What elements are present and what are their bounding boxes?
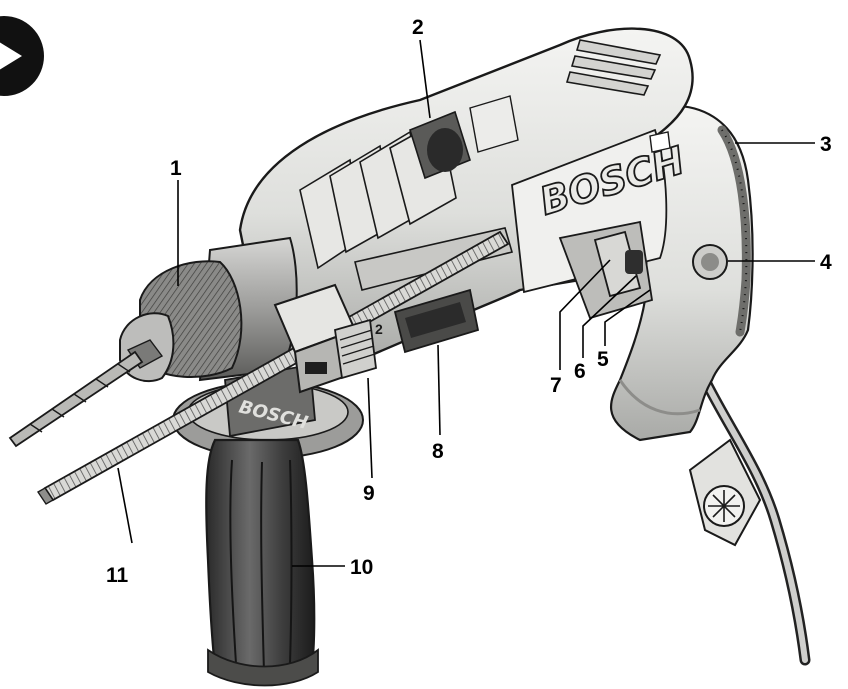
- callout-2: 2: [412, 16, 424, 39]
- depth-stop: 2: [37, 230, 510, 505]
- drill-bit: [8, 350, 144, 448]
- depth-stop-clamp: 2: [273, 283, 383, 394]
- callout-11: 11: [106, 564, 129, 587]
- callout-6: 6: [574, 360, 586, 383]
- lock-button: [393, 288, 480, 354]
- callout-labels: 1 2 3 4 5 6 7 8 9 10 11: [106, 16, 832, 587]
- callout-10: 10: [350, 556, 373, 579]
- power-cord: [688, 374, 811, 666]
- callout-9: 9: [363, 482, 375, 505]
- leader-lines: [117, 39, 815, 567]
- callout-4: 4: [820, 251, 832, 274]
- callout-8: 8: [432, 440, 444, 463]
- on-off-switch: [593, 230, 642, 298]
- stop-scale-marking: 2: [375, 321, 383, 337]
- function-selector-switch: [409, 95, 519, 180]
- play-arrow-icon: [0, 16, 44, 96]
- callout-1: 1: [170, 157, 182, 180]
- drill-chuck: [119, 236, 298, 383]
- callout-5: 5: [597, 348, 609, 371]
- callout-7: 7: [550, 374, 562, 397]
- callout-3: 3: [820, 133, 832, 156]
- cord-strain-relief: [688, 438, 762, 547]
- trigger-assembly: [558, 220, 728, 320]
- speed-preselection-thumbwheel: [625, 250, 643, 274]
